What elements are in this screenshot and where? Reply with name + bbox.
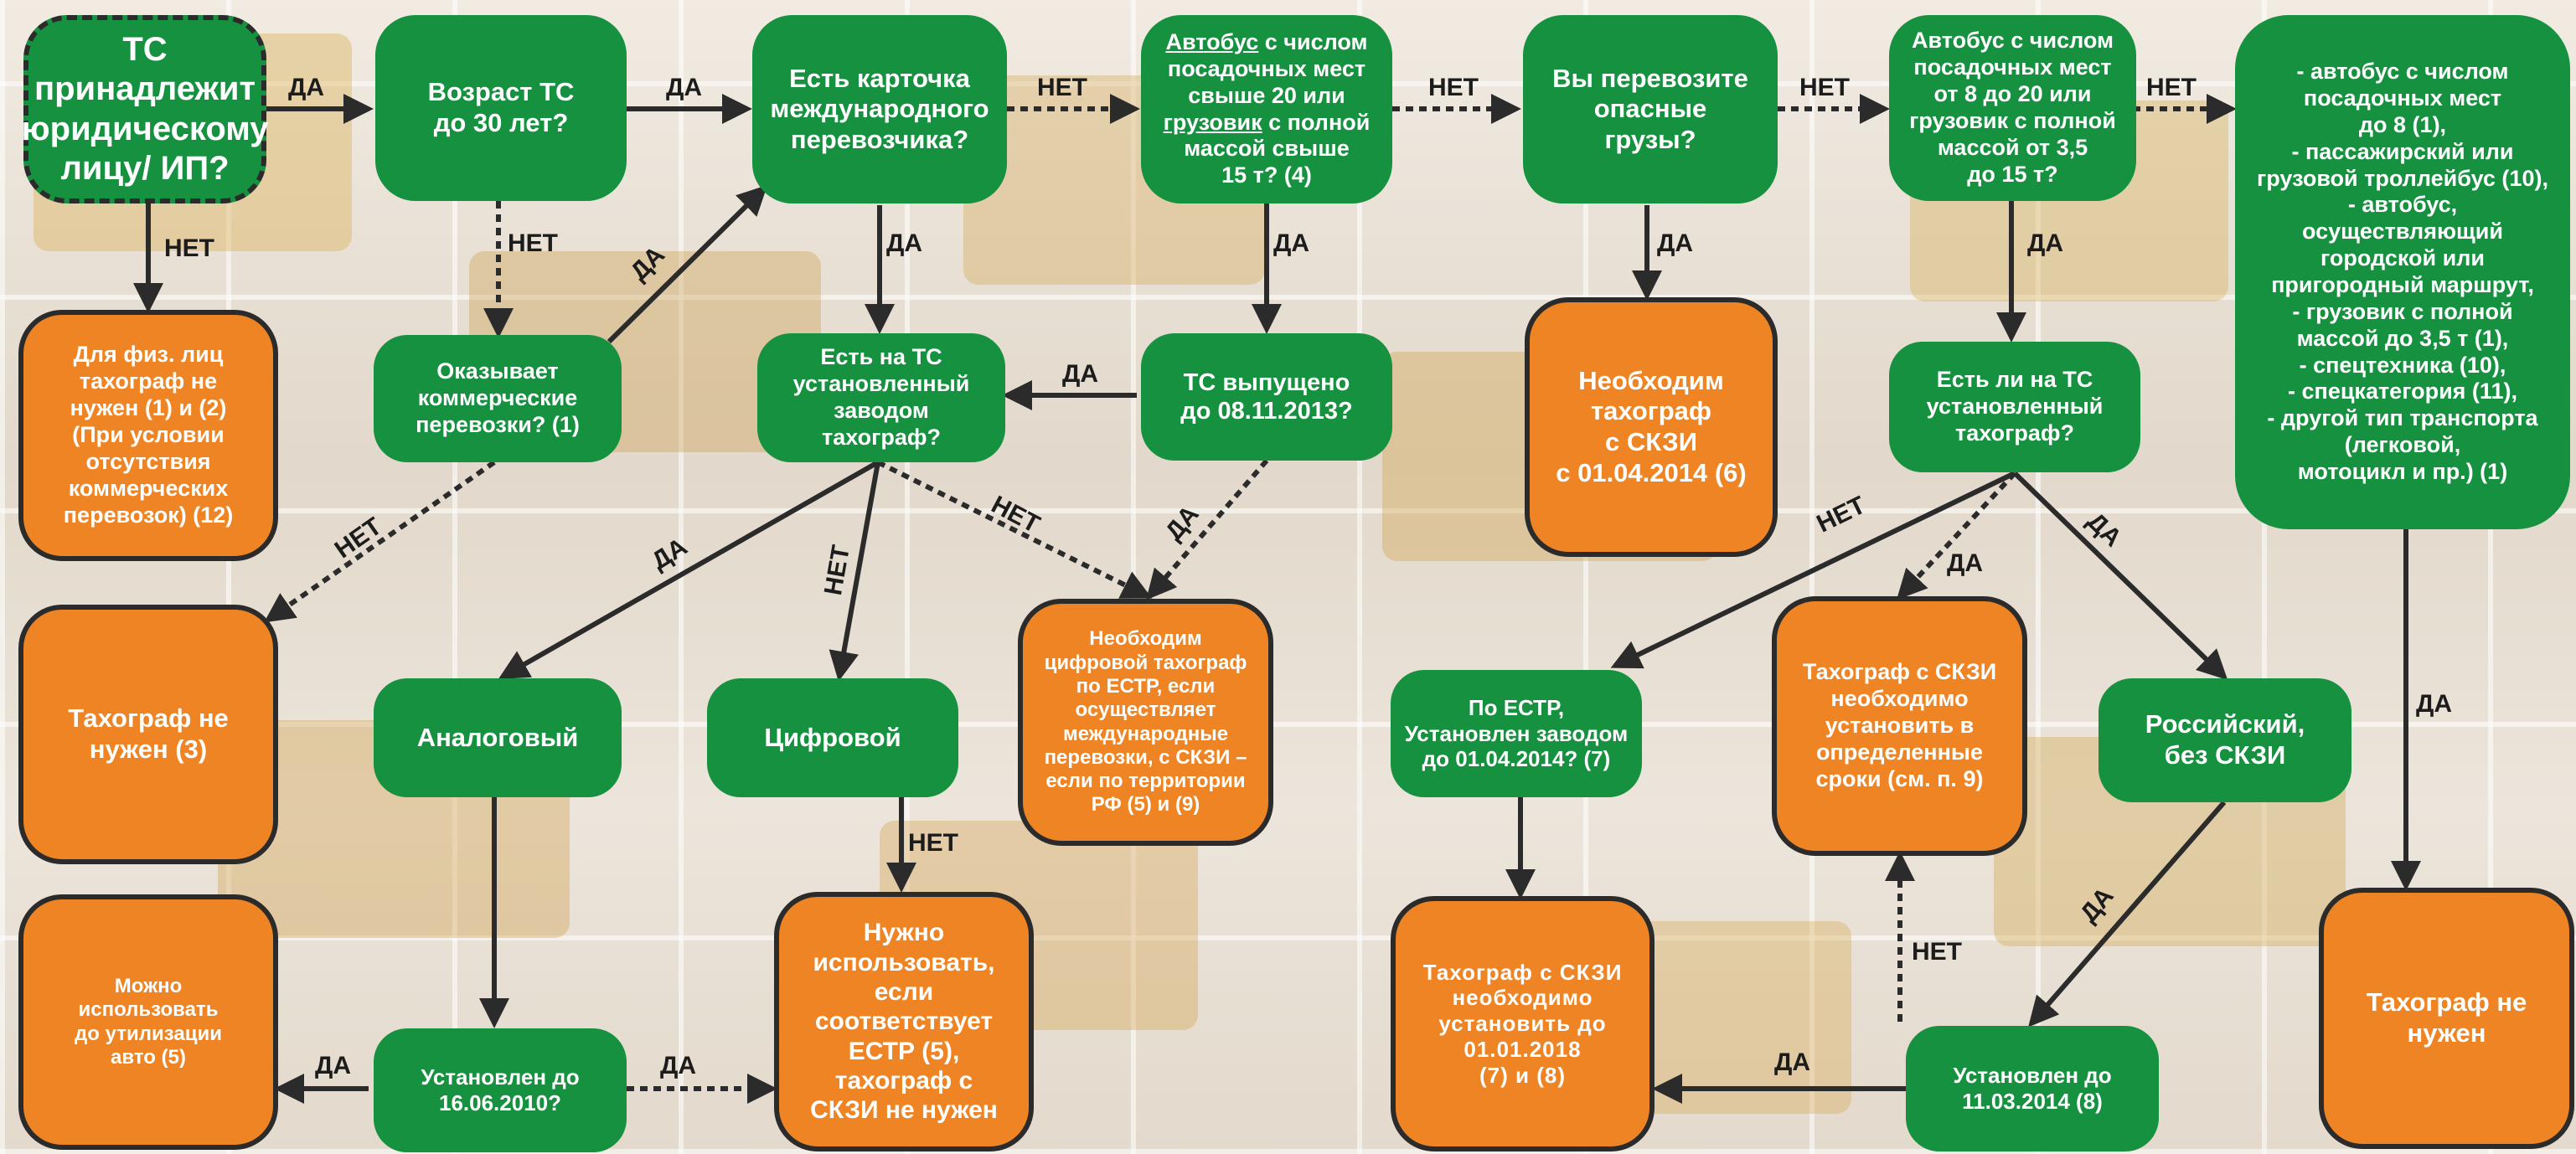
label-n22-n23: ДА bbox=[660, 1052, 697, 1079]
arrow-n13-n20 bbox=[2012, 471, 2228, 681]
node-factory-tachograph-text: Есть на ТС установленный заводом тахогра… bbox=[792, 344, 970, 450]
arrow-n13-n19 bbox=[1896, 471, 2017, 600]
truck-underlined: грузовик bbox=[1163, 109, 1262, 135]
node-digital-estr-required-text: Необходим цифровой тахограф по ЕСТР, есл… bbox=[1044, 627, 1247, 817]
node-estr-factory-text: По ЕСТР, Установлен заводом до 01.04.201… bbox=[1404, 694, 1629, 772]
node-no-tachograph-3-text: Тахограф не нужен (3) bbox=[68, 703, 229, 764]
node-use-if-estr-text: Нужно использовать, если соответствует Е… bbox=[810, 919, 998, 1125]
node-analog: Аналоговый bbox=[374, 678, 622, 797]
node-russian-no-skzi: Российский, без СКЗИ bbox=[2098, 678, 2351, 802]
node-legal-entity-text: ТС принадлежит юридическому лицу/ ИП? bbox=[21, 31, 269, 187]
node-digital: Цифровой bbox=[707, 678, 958, 797]
node-no-tachograph-final-text: Тахограф не нужен bbox=[2366, 987, 2527, 1048]
node-use-until-disposal-text: Можно использовать до утилизации авто (5… bbox=[75, 974, 222, 1069]
arrow-n9-n3 bbox=[607, 184, 768, 344]
arrow-n20-n25 bbox=[2028, 801, 2227, 1028]
label-n5-n6: НЕТ bbox=[1799, 74, 1850, 101]
node-exempt-vehicles: - автобус с числом посадочных мест до 8 … bbox=[2235, 15, 2570, 529]
label-n11-n10: ДА bbox=[1062, 360, 1099, 388]
bus-text-1: с числом посадочных мест свыше 20 или bbox=[1167, 28, 1368, 108]
label-n3-n4: НЕТ bbox=[1037, 74, 1087, 101]
arrow-n10-n17 bbox=[876, 460, 1153, 599]
node-installed-before-2010-text: Установлен до 16.06.2010? bbox=[421, 1064, 580, 1115]
node-skzi-in-terms-text: Тахограф с СКЗИ необходимо установить в … bbox=[1802, 659, 1997, 791]
node-analog-text: Аналоговый bbox=[416, 722, 579, 752]
arrow-n9-n14 bbox=[264, 460, 496, 623]
node-released-before-2013: ТС выпущено до 08.11.2013? bbox=[1141, 333, 1392, 461]
node-has-tachograph: Есть ли на ТС установленный тахограф? bbox=[1889, 342, 2140, 472]
node-legal-entity: ТС принадлежит юридическому лицу/ ИП? bbox=[21, 15, 269, 203]
label-n22-n21: ДА bbox=[315, 1052, 352, 1079]
label-n2-n9: НЕТ bbox=[508, 229, 558, 257]
arrow-n10-n15 bbox=[498, 460, 880, 679]
node-digital-estr-required: Необходим цифровой тахограф по ЕСТР, есл… bbox=[1018, 599, 1273, 846]
bus-text-2: с полной массой свыше 15 т? (4) bbox=[1184, 109, 1371, 188]
node-installed-before-2010: Установлен до 16.06.2010? bbox=[374, 1028, 627, 1152]
label-n2-n3: ДА bbox=[666, 74, 703, 101]
node-use-if-estr: Нужно использовать, если соответствует Е… bbox=[774, 892, 1034, 1151]
node-skzi-in-terms: Тахограф с СКЗИ необходимо установить в … bbox=[1772, 596, 2027, 856]
node-individuals-no-tachograph-text: Для физ. лиц тахограф не нужен (1) и (2)… bbox=[63, 342, 234, 528]
node-estr-factory: По ЕСТР, Установлен заводом до 01.04.201… bbox=[1391, 670, 1642, 797]
label-n4-n11: ДА bbox=[1273, 229, 1310, 257]
node-commercial-transport: Оказывает коммерческие перевозки? (1) bbox=[374, 335, 622, 462]
node-installed-before-2014: Установлен до 11.03.2014 (8) bbox=[1906, 1026, 2159, 1151]
label-n13-n19: ДА bbox=[1947, 549, 1984, 577]
label-n25-n19: НЕТ bbox=[1912, 938, 1962, 966]
node-vehicle-age: Возраст ТС до 30 лет? bbox=[375, 15, 627, 201]
node-factory-tachograph: Есть на ТС установленный заводом тахогра… bbox=[757, 333, 1005, 462]
node-bus-8-20-text: Автобус с числом посадочных мест от 8 до… bbox=[1909, 28, 2116, 187]
node-individuals-no-tachograph: Для физ. лиц тахограф не нужен (1) и (2)… bbox=[18, 310, 278, 561]
node-use-until-disposal: Можно использовать до утилизации авто (5… bbox=[18, 894, 278, 1150]
label-n1-n2: ДА bbox=[288, 74, 325, 101]
node-international-card-text: Есть карточка международного перевозчика… bbox=[770, 63, 989, 154]
node-bus-8-20: Автобус с числом посадочных мест от 8 до… bbox=[1889, 15, 2136, 201]
node-commercial-transport-text: Оказывает коммерческие перевозки? (1) bbox=[416, 358, 580, 437]
label-n5-n12: ДА bbox=[1657, 229, 1694, 257]
node-bus-over-20: Автобус с числом посадочных мест свыше 2… bbox=[1141, 15, 1392, 203]
node-installed-before-2014-text: Установлен до 11.03.2014 (8) bbox=[1953, 1063, 2112, 1114]
label-n3-n10: ДА bbox=[886, 229, 923, 257]
node-released-before-2013-text: ТС выпущено до 08.11.2013? bbox=[1180, 368, 1353, 425]
arrow-n13-n18 bbox=[1610, 471, 2016, 669]
label-n6-n13: ДА bbox=[2027, 229, 2064, 257]
node-dangerous-goods-text: Вы перевозите опасные грузы? bbox=[1552, 63, 1748, 154]
label-n7-n26: ДА bbox=[2416, 690, 2453, 718]
node-skzi-until-2018: Тахограф с СКЗИ необходимо установить до… bbox=[1391, 896, 1655, 1151]
node-digital-text: Цифровой bbox=[764, 722, 901, 752]
label-n1-n8: НЕТ bbox=[164, 234, 214, 262]
node-skzi-until-2018-text: Тахограф с СКЗИ необходимо установить до… bbox=[1422, 959, 1623, 1088]
node-no-tachograph-final: Тахограф не нужен bbox=[2319, 888, 2574, 1149]
node-russian-no-skzi-text: Российский, без СКЗИ bbox=[2145, 709, 2305, 770]
node-exempt-vehicles-text: - автобус с числом посадочных мест до 8 … bbox=[2257, 59, 2548, 485]
node-dangerous-goods: Вы перевозите опасные грузы? bbox=[1523, 15, 1778, 203]
label-n25-n24: ДА bbox=[1774, 1048, 1811, 1076]
label-n6-n7: НЕТ bbox=[2146, 74, 2197, 101]
node-bus-over-20-text: Автобус с числом посадочных мест свыше 2… bbox=[1164, 29, 1371, 189]
node-skzi-from-2014-text: Необходим тахограф с СКЗИ с 01.04.2014 (… bbox=[1556, 365, 1747, 487]
arrow-n11-n17 bbox=[1146, 459, 1269, 600]
node-has-tachograph-text: Есть ли на ТС установленный тахограф? bbox=[1926, 367, 2104, 446]
bus-underlined: Автобус bbox=[1165, 28, 1259, 54]
node-skzi-from-2014: Необходим тахограф с СКЗИ с 01.04.2014 (… bbox=[1525, 297, 1778, 557]
node-vehicle-age-text: Возраст ТС до 30 лет? bbox=[427, 77, 575, 137]
arrow-n10-n16 bbox=[829, 461, 880, 682]
label-n16-n23: НЕТ bbox=[908, 829, 958, 857]
label-n4-n5: НЕТ bbox=[1428, 74, 1479, 101]
node-international-card: Есть карточка международного перевозчика… bbox=[752, 15, 1007, 203]
node-no-tachograph-3: Тахограф не нужен (3) bbox=[18, 605, 278, 864]
